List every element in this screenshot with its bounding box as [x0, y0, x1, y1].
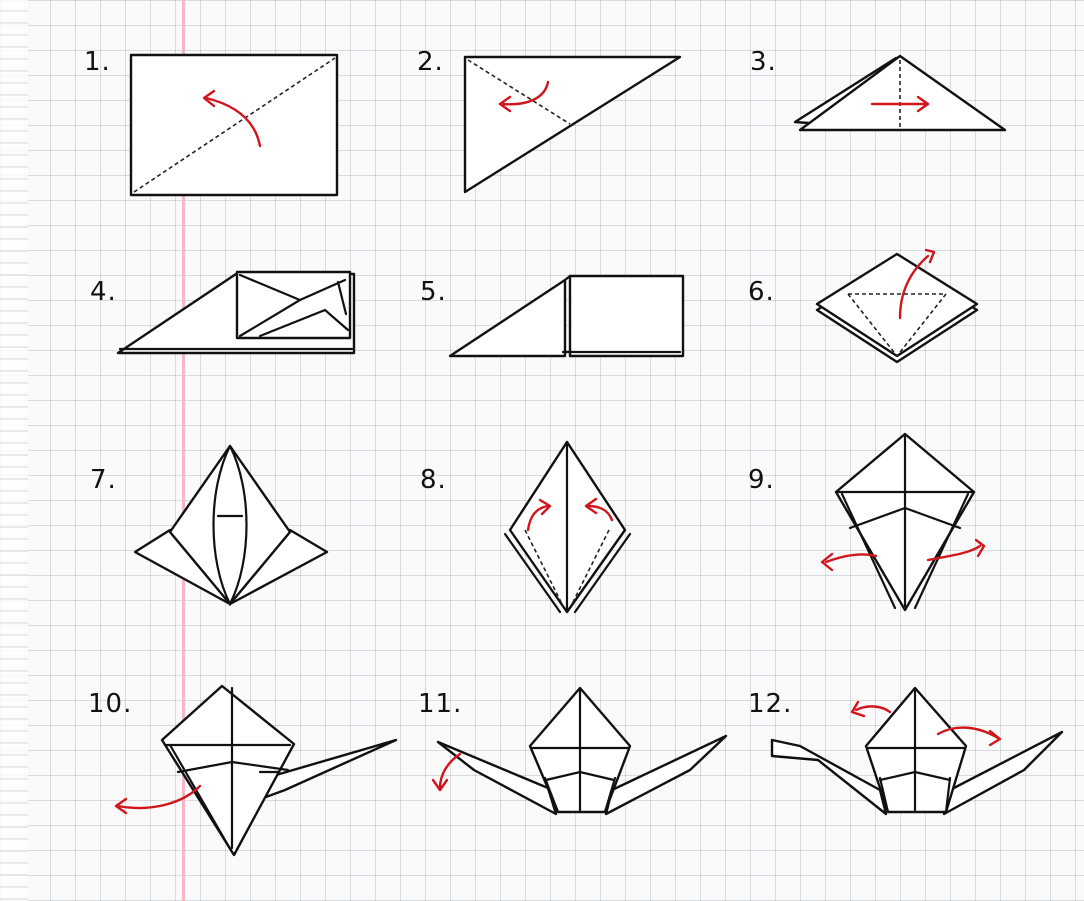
folds [163, 686, 292, 854]
arrow-head-right [584, 497, 598, 515]
arrow-head-left [850, 700, 866, 718]
step-1-number: 1. [84, 47, 111, 77]
arrow-head-right [974, 538, 986, 558]
step-11-number: 11. [418, 689, 462, 719]
fold-arrow [438, 752, 462, 790]
triangle-paper [463, 55, 682, 194]
tail [942, 730, 1064, 816]
inner-folds [238, 273, 350, 338]
step-7: 7. [90, 444, 329, 607]
folds [834, 434, 976, 610]
step-9: 9. [748, 432, 986, 612]
square-base [568, 274, 685, 358]
body [160, 684, 296, 857]
step-6-number: 6. [748, 277, 775, 307]
center-folds [212, 444, 248, 607]
diagonal-fold-line [133, 57, 336, 193]
fold-arrow-right [586, 504, 614, 522]
step-4-number: 4. [90, 277, 117, 307]
fold-line [467, 59, 571, 125]
fold-arrow [500, 80, 550, 106]
folds [530, 688, 630, 814]
step-6: 6. [748, 248, 979, 364]
folds [866, 688, 966, 814]
step-10: 10. [88, 684, 398, 857]
fold-arrow-right [936, 726, 1000, 740]
right-wing [604, 734, 728, 816]
arrow-head [498, 95, 512, 113]
step-5-number: 5. [420, 277, 447, 307]
step-10-number: 10. [88, 689, 132, 719]
fold-guides [524, 529, 610, 607]
step-1: 1. [84, 47, 339, 197]
arrow-head [916, 95, 930, 113]
back-layers [503, 532, 632, 614]
kite-fold-lines [847, 293, 947, 357]
step-8-number: 8. [420, 465, 447, 495]
arrow-head-left [820, 552, 834, 572]
fold-arrow-right [926, 544, 982, 562]
fold-arrow [116, 784, 202, 810]
step-7-number: 7. [90, 465, 117, 495]
fold-arrow [204, 96, 262, 148]
arrow-head-right [988, 729, 1002, 747]
square-base-diamond [815, 252, 979, 358]
step-12-number: 12. [748, 689, 792, 719]
notebook-binding-edge [0, 0, 28, 901]
fold-arrow [898, 254, 930, 320]
step-11: 11. [418, 686, 728, 816]
arrow-head [431, 778, 449, 792]
arrow-head [202, 89, 216, 108]
step-4: 4. [90, 270, 356, 355]
step-3-number: 3. [750, 47, 777, 77]
fold-arrow-left [526, 504, 550, 532]
step-8: 8. [420, 440, 632, 614]
step-3: 3. [750, 47, 1007, 132]
arrow-head-left [538, 498, 552, 516]
arrow-head [114, 797, 128, 815]
step-2: 2. [417, 47, 682, 194]
margin-line [182, 0, 185, 901]
fold-arrow-left [824, 553, 878, 564]
step-9-number: 9. [748, 465, 775, 495]
head-and-neck [770, 738, 888, 816]
triangle-flap [448, 278, 567, 358]
arrow-head [924, 248, 936, 264]
layer-edges [561, 274, 682, 354]
left-wing [436, 740, 558, 816]
fold-arrow-left [854, 705, 892, 714]
folded-triangle [798, 54, 1007, 132]
step-2-number: 2. [417, 47, 444, 77]
step-5: 5. [420, 274, 685, 358]
step-12: 12. [748, 686, 1064, 816]
